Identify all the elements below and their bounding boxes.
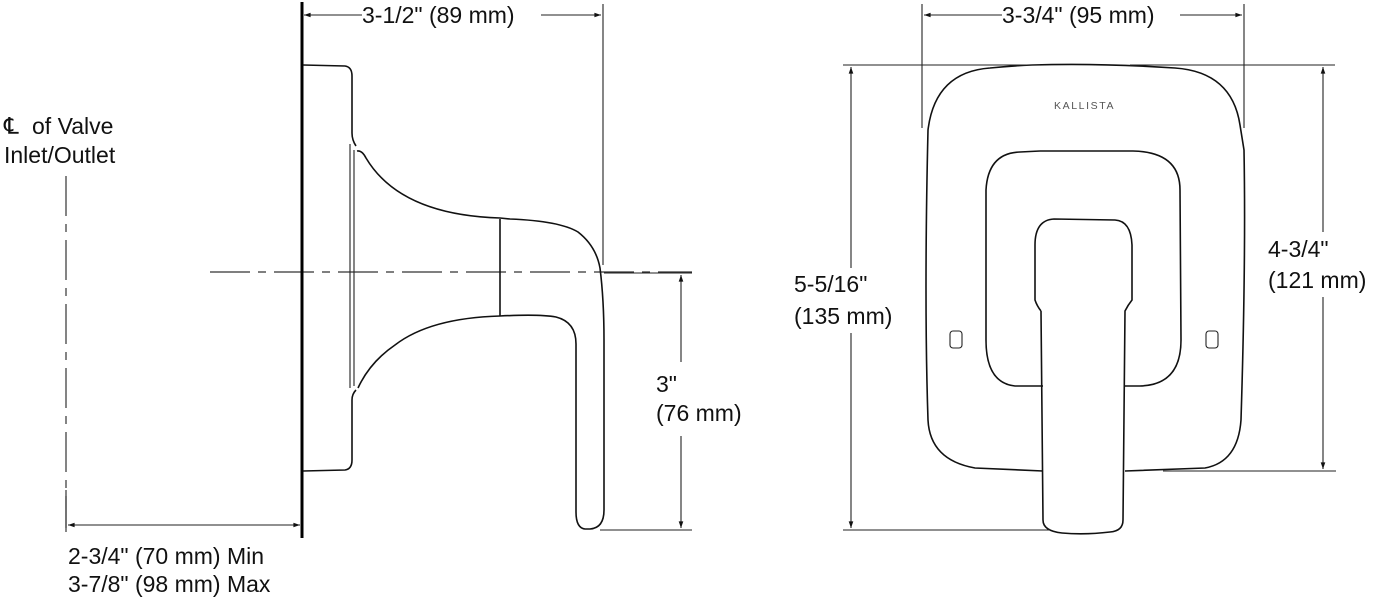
centerline-label-line2: Inlet/Outlet <box>4 142 116 168</box>
front-view: 3-3/4" (95 mm) KALLISTA 5-5/16" (135 mm)… <box>794 2 1366 535</box>
centerline-symbol: ℄ <box>3 113 19 139</box>
overall-height-label-2: (135 mm) <box>794 303 892 329</box>
width-dimension-label: 3-3/4" (95 mm) <box>1002 2 1155 28</box>
depth-dimension-label: 3-1/2" (89 mm) <box>362 2 515 28</box>
wall-dim-min-label: 2-3/4" (70 mm) Min <box>68 543 264 569</box>
drop-dimension-label-2: (76 mm) <box>656 400 742 426</box>
valve-body-square <box>985 150 1182 387</box>
centerline-label-line1: of Valve <box>32 113 113 139</box>
handle-lever <box>1034 218 1133 535</box>
brand-logo: KALLISTA <box>1054 100 1115 112</box>
screw-slot-left <box>949 330 963 349</box>
wall-dim-max-label: 3-7/8" (98 mm) Max <box>68 571 271 597</box>
plate-height-label-1: 4-3/4" <box>1268 236 1329 262</box>
handle-profile <box>356 150 605 530</box>
drop-dimension-label-1: 3" <box>656 371 677 397</box>
side-view: ℄ of Valve Inlet/Outlet 3-1/2" (89 mm) 3… <box>3 2 742 597</box>
escutcheon-profile <box>302 64 357 472</box>
escutcheon-plate-outline <box>925 63 1246 472</box>
screw-slot-right <box>1205 330 1219 349</box>
overall-height-label-1: 5-5/16" <box>794 271 867 297</box>
plate-height-label-2: (121 mm) <box>1268 267 1366 293</box>
